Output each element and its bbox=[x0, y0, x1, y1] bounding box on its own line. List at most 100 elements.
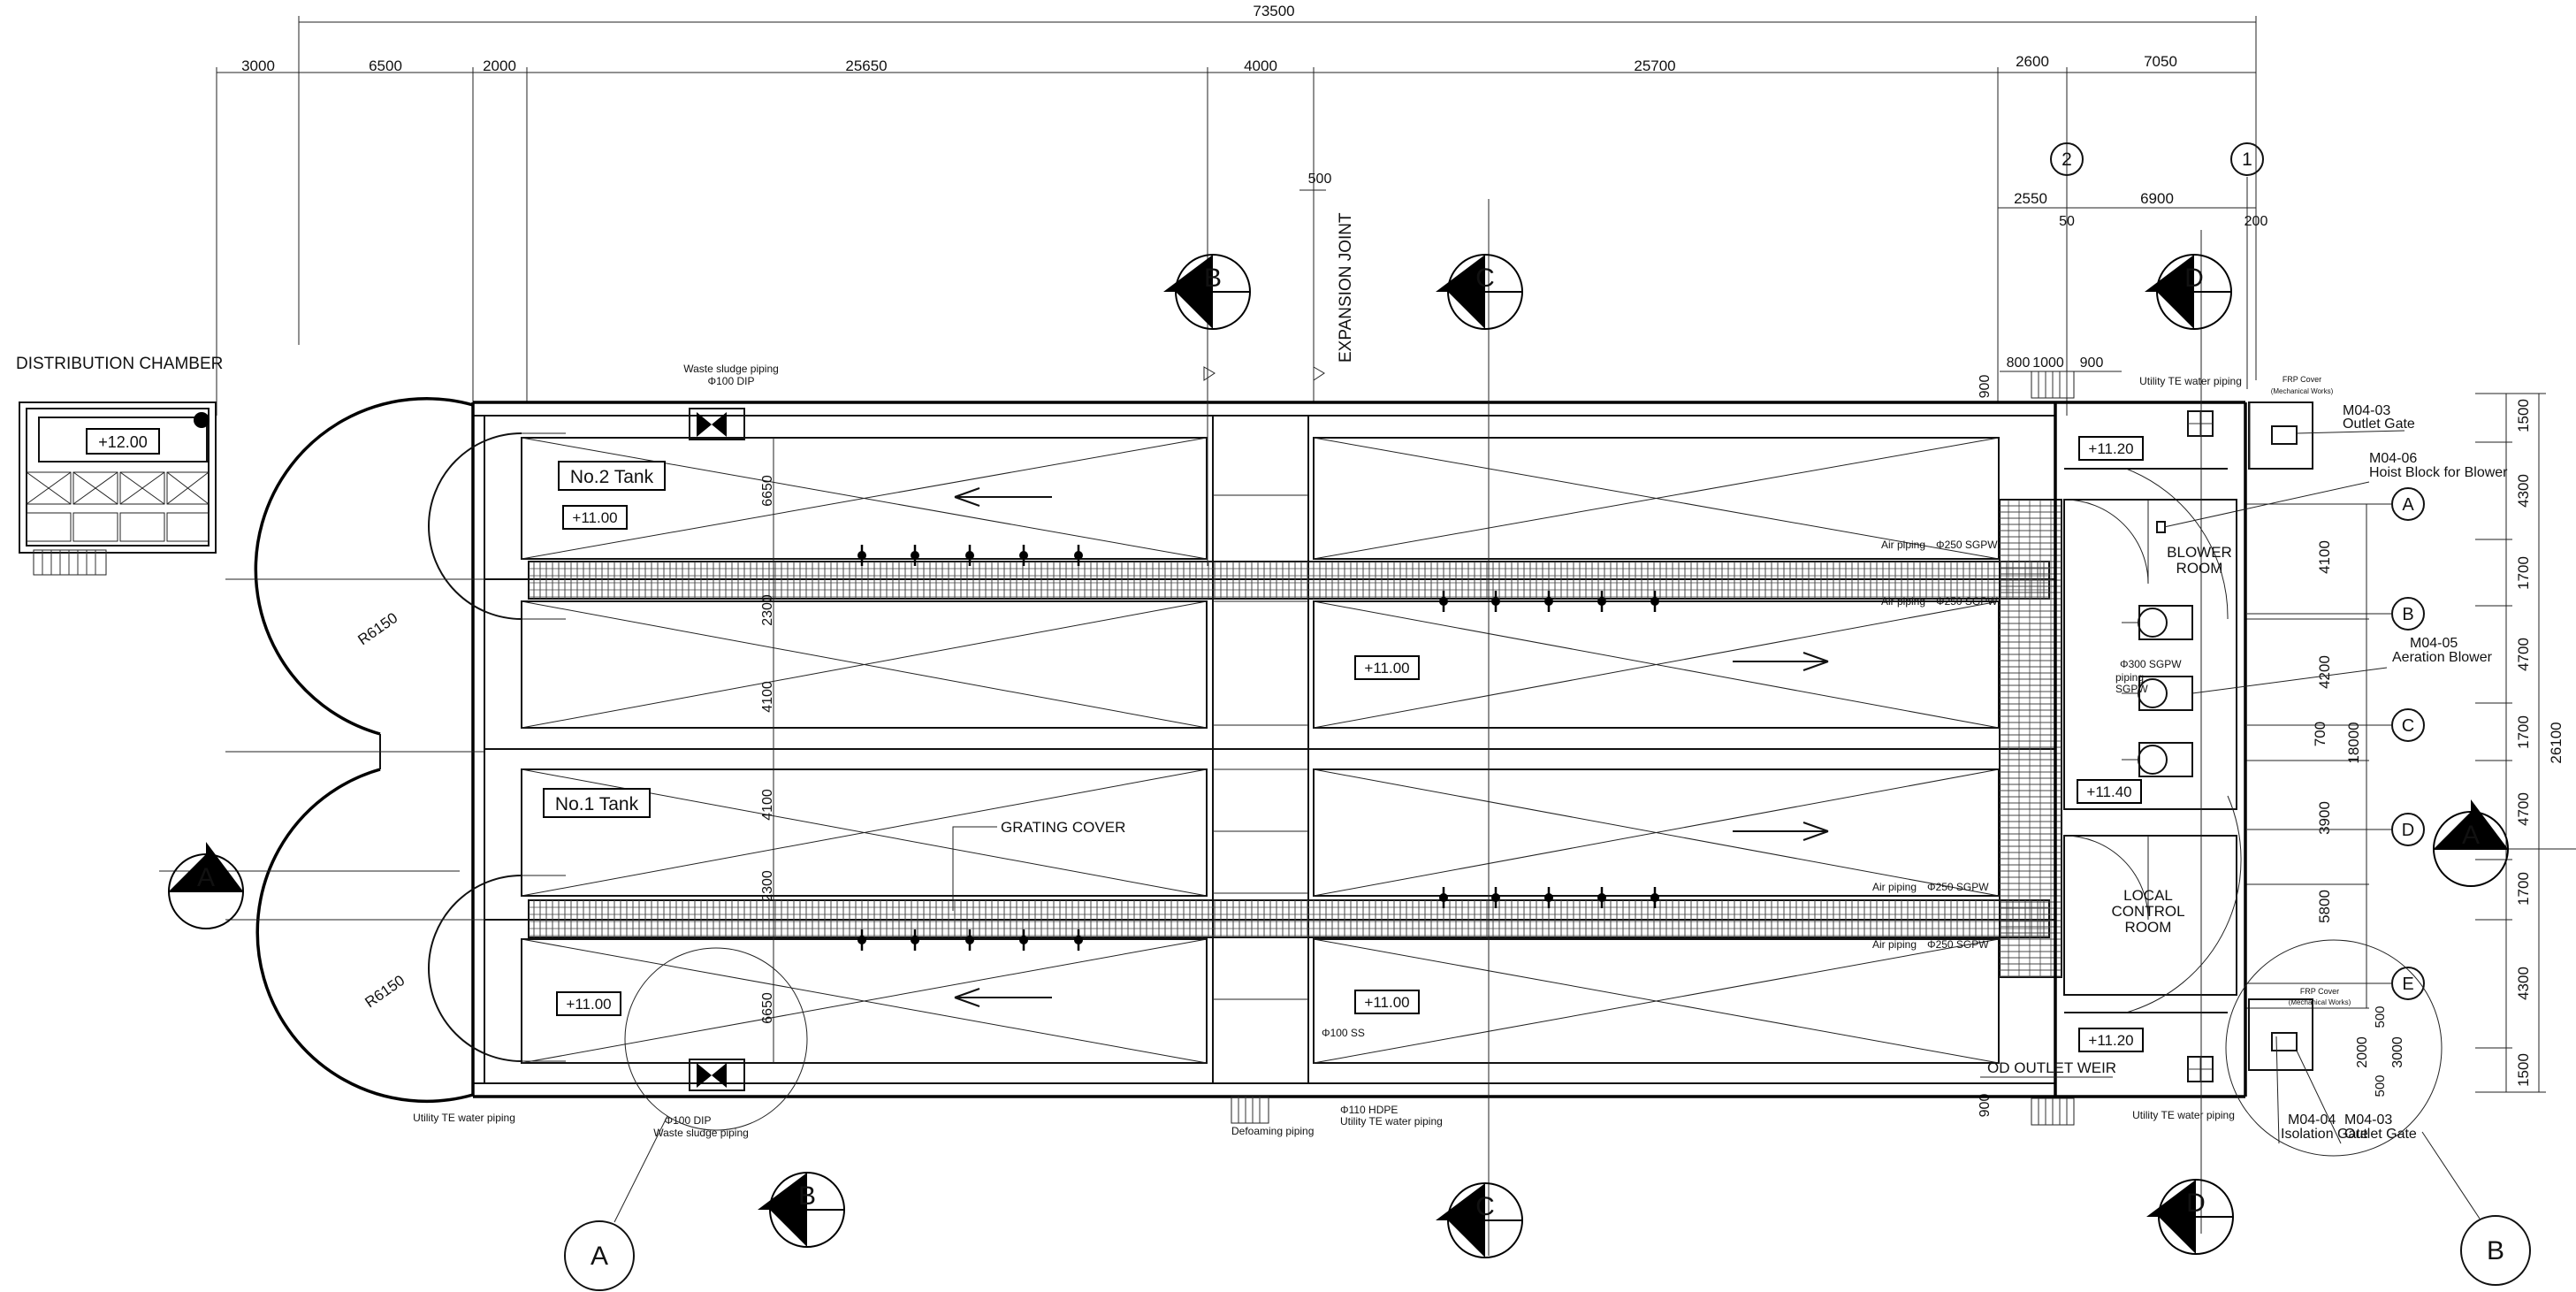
section-symbol: C bbox=[1436, 254, 1523, 330]
dim-right: 1700 bbox=[2515, 556, 2532, 590]
grid-letter: E bbox=[2402, 975, 2413, 994]
rooms: BLOWER ROOM LOCAL CONTROL ROOM FRP Cover… bbox=[2054, 375, 2351, 1097]
frp-cover: FRP Cover bbox=[2283, 375, 2321, 384]
section-letter: D bbox=[2186, 1189, 2206, 1218]
pipe-label: Φ250 SGPW bbox=[1936, 595, 1998, 608]
pipe-label: Φ250 SGPW bbox=[1927, 881, 1989, 893]
pipe-label: Air piping bbox=[1881, 539, 1925, 551]
equipment-name: Outlet Gate bbox=[2343, 417, 2415, 432]
dim-top: 6500 bbox=[369, 57, 402, 74]
dim-top: 7050 bbox=[2144, 53, 2177, 70]
level-label: +11.20 bbox=[2088, 1032, 2133, 1049]
dim-right: 1700 bbox=[2515, 715, 2532, 749]
distribution-chamber: DISTRIBUTION CHAMBER +12.00 bbox=[16, 355, 223, 576]
pipe-label: Utility TE water piping bbox=[2139, 375, 2242, 387]
grating-corridor bbox=[1999, 499, 2062, 978]
radius-label: R6150 bbox=[362, 972, 408, 1011]
chamber-title: DISTRIBUTION CHAMBER bbox=[16, 355, 223, 373]
level-label: +11.20 bbox=[2088, 440, 2133, 457]
room-label: BLOWER bbox=[2167, 544, 2232, 561]
top-dimensions: 73500 3000 6500 2000 25650 4000 25700 26… bbox=[216, 3, 2268, 416]
dim-inner: 18000 bbox=[2345, 722, 2362, 763]
room-label: ROOM bbox=[2176, 560, 2223, 577]
inner-dimensions: 4100 4200 700 18000 3900 5800 2000 3000 … bbox=[1978, 375, 2405, 1118]
dim-right: 1700 bbox=[2515, 872, 2532, 906]
tank-label: No.2 Tank bbox=[570, 467, 654, 487]
tank-dim: 2300 bbox=[760, 594, 775, 626]
section-letter: C bbox=[1475, 264, 1495, 293]
section-symbol: C bbox=[1436, 1182, 1523, 1258]
chamber-level: +12.00 bbox=[98, 433, 148, 451]
dim-top: 25700 bbox=[1634, 57, 1675, 74]
dim-inner: 4200 bbox=[2316, 655, 2333, 689]
section-symbol: A bbox=[168, 842, 244, 929]
dim-top: 900 bbox=[2080, 355, 2104, 371]
tank-label: No.1 Tank bbox=[555, 794, 639, 814]
section-letter: B bbox=[1204, 264, 1222, 293]
equipment-tag: M04-03 bbox=[2344, 1112, 2392, 1128]
expansion-joint-label: EXPANSION JOINT bbox=[1337, 212, 1355, 363]
radius-label: R6150 bbox=[354, 609, 400, 648]
dim-top: 6900 bbox=[2140, 190, 2174, 207]
dim-top: 4000 bbox=[1244, 57, 1277, 74]
stairs bbox=[1231, 371, 2075, 1126]
dim-right: 1500 bbox=[2515, 1053, 2532, 1087]
dim-top: 25650 bbox=[845, 57, 887, 74]
pipe-label: Air piping bbox=[1872, 938, 1917, 951]
dim-inner: 500 bbox=[2373, 1074, 2388, 1097]
grid-letter: C bbox=[2402, 716, 2414, 736]
dim-top: 200 bbox=[2244, 214, 2268, 229]
dim-inner: 3000 bbox=[2390, 1036, 2405, 1068]
level-label: +11.00 bbox=[1364, 660, 1409, 677]
section-symbol: B bbox=[1163, 254, 1251, 330]
pipe-label: Φ250 SGPW bbox=[1936, 539, 1998, 551]
detail-callouts: A B bbox=[564, 939, 2531, 1291]
pipe-label: Φ300 SGPW bbox=[2120, 658, 2182, 670]
dim-top: 2000 bbox=[483, 57, 516, 74]
level-label: +11.00 bbox=[1364, 994, 1409, 1011]
equipment-name: Outlet Gate bbox=[2344, 1127, 2417, 1142]
dim-total: 73500 bbox=[1253, 3, 1294, 19]
tank-dim: 6650 bbox=[760, 475, 775, 507]
dim-top: 3000 bbox=[241, 57, 275, 74]
dim-top: 2600 bbox=[2016, 53, 2049, 70]
tank-dim: 4100 bbox=[760, 789, 775, 821]
pipe-label: Air piping bbox=[1881, 595, 1925, 608]
dim-top: 800 bbox=[2007, 355, 2031, 371]
section-symbol: A bbox=[2433, 799, 2509, 887]
tank-dim: 2300 bbox=[760, 870, 775, 902]
right-dimensions: 1500 4300 1700 4700 1700 4700 1700 4300 … bbox=[2475, 393, 2565, 1093]
dim-top: 2550 bbox=[2014, 190, 2047, 207]
dim-inner: 700 bbox=[2312, 722, 2328, 746]
dim-inner: 900 bbox=[1978, 375, 1993, 399]
dim-top: 500 bbox=[1308, 172, 1332, 187]
dim-inner: 900 bbox=[1978, 1094, 1993, 1118]
pipe-label: Φ110 HDPE bbox=[1340, 1104, 1398, 1116]
diffusers bbox=[857, 545, 1659, 951]
detail-marker: A bbox=[591, 1242, 608, 1271]
pipe-label: Utility TE water piping bbox=[1340, 1115, 1443, 1128]
dim-inner: 3900 bbox=[2316, 801, 2333, 835]
dim-inner: 4100 bbox=[2316, 540, 2333, 574]
tank-dim: 4100 bbox=[760, 681, 775, 713]
room-label: LOCAL bbox=[2123, 887, 2173, 904]
grid-number: 2 bbox=[2062, 149, 2072, 170]
tank-labels: No.2 Tank No.1 Tank +11.00 +11.00 +11.00… bbox=[413, 212, 2508, 1144]
section-symbol: D bbox=[2145, 254, 2232, 330]
section-letter: C bbox=[1475, 1192, 1495, 1221]
equipment-tag: M04-04 bbox=[2288, 1112, 2336, 1128]
grid-letter: D bbox=[2402, 821, 2414, 840]
frp-cover: (Mechanical Works) bbox=[2271, 387, 2334, 395]
section-letter: D bbox=[2184, 264, 2204, 293]
level-label: +11.00 bbox=[566, 996, 611, 1013]
od-weir-label: OD OUTLET WEIR bbox=[1987, 1059, 2116, 1076]
pipe-label: Φ250 SGPW bbox=[1927, 938, 1989, 951]
dim-right: 26100 bbox=[2548, 722, 2565, 763]
dim-right: 1500 bbox=[2515, 399, 2532, 432]
pipe-label: Φ100 DIP bbox=[665, 1114, 712, 1127]
section-symbol: D bbox=[2146, 1179, 2234, 1255]
section-letter: B bbox=[798, 1181, 816, 1211]
pipe-label: SGPW bbox=[2115, 683, 2148, 695]
grid-letter: A bbox=[2402, 495, 2414, 515]
